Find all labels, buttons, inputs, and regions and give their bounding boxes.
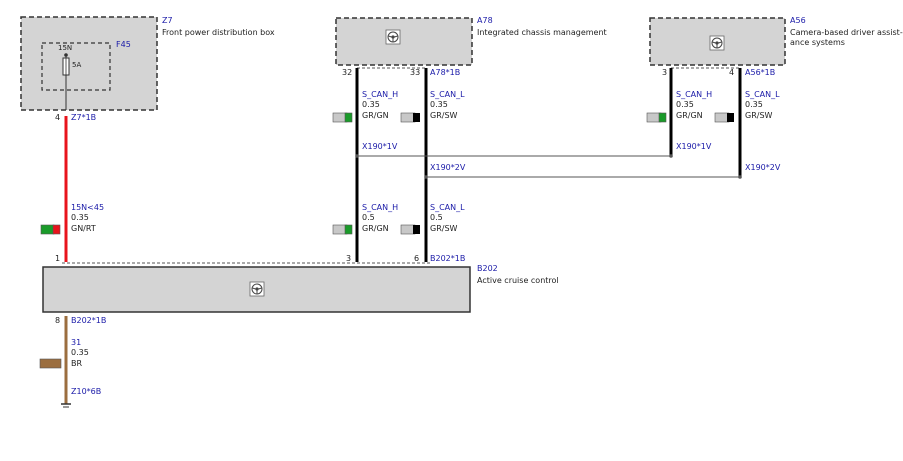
b202-id: B202: [477, 264, 498, 273]
z10-connector[interactable]: Z10*6B: [71, 387, 101, 396]
splice-dot: [355, 154, 359, 158]
wire-label-gauge: 0.35: [71, 213, 89, 222]
a78-id: A78: [477, 16, 493, 25]
x190-1v-left[interactable]: X190*1V: [362, 142, 398, 151]
a56-connector[interactable]: A56*1B: [745, 68, 775, 77]
wire-label-color: GN/RT: [71, 224, 96, 233]
b202-pin-power: 1: [55, 254, 60, 263]
component-z7[interactable]: [20, 16, 158, 111]
wire-label-signal: 31: [71, 338, 81, 347]
a56-name-line2: ance systems: [790, 38, 845, 47]
b202-name: Active cruise control: [477, 276, 559, 285]
z7-name: Front power distribution box: [162, 28, 275, 37]
wire-label-gauge: 0.35: [71, 348, 89, 357]
swatch-gr-sw: [714, 112, 734, 123]
fuse-icon: [62, 53, 70, 110]
wire-label-gauge: 0.35: [362, 100, 380, 109]
a78-pin-l: 33: [410, 68, 420, 77]
wire-label-color: GR/SW: [430, 111, 458, 120]
splice-dot: [669, 154, 673, 158]
a56-pin-h: 3: [662, 68, 667, 77]
a56-name-line1: Camera-based driver assist-: [790, 28, 903, 37]
wire-label-color: GR/GN: [676, 111, 703, 120]
swatch-br: [39, 358, 62, 369]
z7-pin: 4: [55, 113, 60, 122]
splice-dot: [424, 175, 428, 179]
f45-id: F45: [116, 40, 131, 49]
f45-terminal: 15N: [58, 44, 72, 52]
a56-id: A56: [790, 16, 806, 25]
steering-wheel-icon: [709, 35, 725, 51]
swatch-gr-sw: [400, 224, 420, 235]
wire-label-gauge: 0.35: [745, 100, 763, 109]
a78-name: Integrated chassis management: [477, 28, 607, 37]
a78-box[interactable]: [335, 17, 473, 66]
x190-2v-left[interactable]: X190*2V: [430, 163, 466, 172]
f45-fuse-box[interactable]: [41, 42, 111, 91]
b202-connector-bottom[interactable]: B202*1B: [71, 316, 106, 325]
wire-label-signal: S_CAN_L: [430, 90, 465, 99]
wire-label-signal: S_CAN_H: [362, 203, 398, 212]
component-a78[interactable]: [335, 17, 473, 66]
a56-pin-l: 4: [729, 68, 734, 77]
z7-id: Z7: [162, 16, 173, 25]
wire-label-signal: S_CAN_H: [676, 90, 712, 99]
b202-pin-ground: 8: [55, 316, 60, 325]
wire-label-signal: S_CAN_H: [362, 90, 398, 99]
swatch-gr-gn: [332, 112, 353, 123]
wire-label-gauge: 0.5: [362, 213, 375, 222]
b202-pin-l: 6: [414, 254, 419, 263]
z7-connector[interactable]: Z7*1B: [71, 113, 96, 122]
wire-label-color: BR: [71, 359, 82, 368]
steering-wheel-icon: [385, 29, 401, 45]
wire-label-gauge: 0.5: [430, 213, 443, 222]
x190-1v-right[interactable]: X190*1V: [676, 142, 712, 151]
x190-2v-right[interactable]: X190*2V: [745, 163, 781, 172]
b202-connector-top[interactable]: B202*1B: [430, 254, 465, 263]
component-a56[interactable]: [649, 17, 786, 66]
swatch-gr-gn: [332, 224, 353, 235]
wire-label-color: GR/SW: [430, 224, 458, 233]
swatch-gr-gn: [646, 112, 667, 123]
steering-wheel-icon: [249, 281, 265, 297]
a78-pin-h: 32: [342, 68, 352, 77]
swatch-gn-rt: [40, 224, 61, 235]
splice-dot: [738, 175, 742, 179]
wire-label-gauge: 0.35: [676, 100, 694, 109]
ground-icon: [61, 403, 71, 408]
swatch-gr-sw: [400, 112, 420, 123]
z7-box[interactable]: [20, 16, 158, 111]
wire-label-color: GR/SW: [745, 111, 773, 120]
a78-connector[interactable]: A78*1B: [430, 68, 460, 77]
component-b202[interactable]: [42, 266, 471, 313]
wire-label-color: GR/GN: [362, 224, 389, 233]
wire-label-signal: S_CAN_L: [430, 203, 465, 212]
wire-label-signal: 15N<45: [71, 203, 104, 212]
b202-pin-h: 3: [346, 254, 351, 263]
wire-label-color: GR/GN: [362, 111, 389, 120]
wire-label-signal: S_CAN_L: [745, 90, 780, 99]
f45-rating: 5A: [72, 61, 81, 69]
wire-label-gauge: 0.35: [430, 100, 448, 109]
